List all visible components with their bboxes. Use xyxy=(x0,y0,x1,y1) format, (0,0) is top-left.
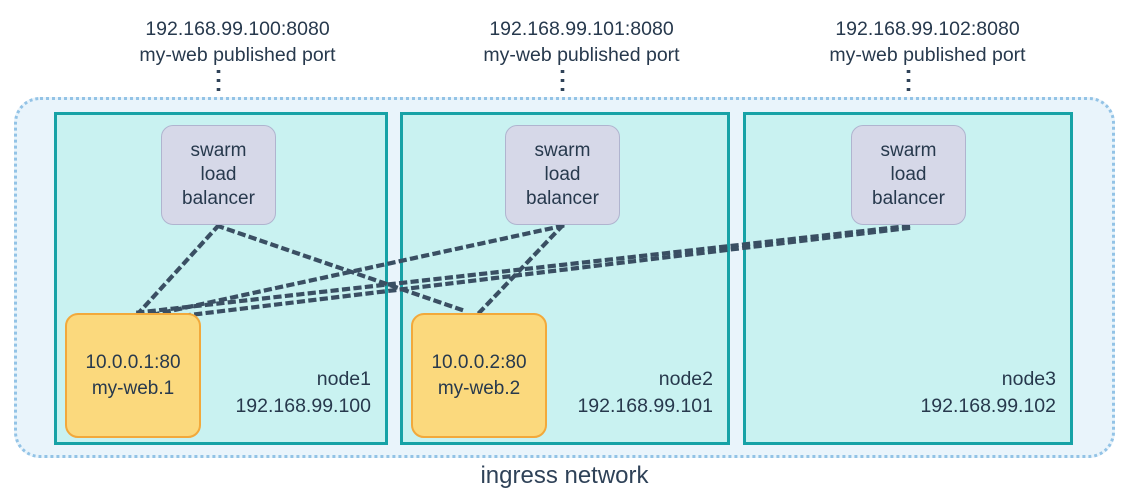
lb-line-3: balancer xyxy=(526,188,599,209)
node-caption-node1: node1 192.168.99.100 xyxy=(235,366,371,420)
node-ip: 192.168.99.100 xyxy=(235,395,371,417)
published-port-address: 192.168.99.101:8080 xyxy=(489,18,674,40)
published-port-label-node2: 192.168.99.101:8080 my-web published por… xyxy=(474,16,689,68)
task-address: 10.0.0.2:80 xyxy=(431,351,527,373)
swarm-load-balancer-node2: swarm load balancer xyxy=(505,125,620,225)
lb-line-1: swarm xyxy=(534,140,591,161)
published-port-description: my-web published port xyxy=(483,44,680,66)
lb-line-1: swarm xyxy=(190,140,247,161)
task-name: my-web.2 xyxy=(437,377,521,399)
node-name: node3 xyxy=(1001,368,1056,390)
published-port-description: my-web published port xyxy=(829,44,1026,66)
task-name: my-web.1 xyxy=(91,377,175,399)
lb-line-3: balancer xyxy=(182,188,255,209)
published-port-label-node3: 192.168.99.102:8080 my-web published por… xyxy=(820,16,1035,68)
node-name: node1 xyxy=(316,368,371,390)
lb-line-2: load xyxy=(200,164,237,185)
node-ip: 192.168.99.102 xyxy=(920,395,1056,417)
published-port-description: my-web published port xyxy=(139,44,336,66)
swarm-load-balancer-node1: swarm load balancer xyxy=(161,125,276,225)
published-port-address: 192.168.99.102:8080 xyxy=(835,18,1020,40)
service-task-my-web-1: 10.0.0.1:80 my-web.1 xyxy=(65,313,201,438)
node-caption-node3: node3 192.168.99.102 xyxy=(920,366,1056,420)
service-task-my-web-2: 10.0.0.2:80 my-web.2 xyxy=(411,313,547,438)
published-port-label-node1: 192.168.99.100:8080 my-web published por… xyxy=(130,16,345,68)
node-caption-node2: node2 192.168.99.101 xyxy=(577,366,713,420)
lb-line-2: load xyxy=(544,164,581,185)
lb-line-3: balancer xyxy=(872,188,945,209)
swarm-load-balancer-node3: swarm load balancer xyxy=(851,125,966,225)
lb-line-2: load xyxy=(890,164,927,185)
published-port-address: 192.168.99.100:8080 xyxy=(145,18,330,40)
task-address: 10.0.0.1:80 xyxy=(85,351,181,373)
node-name: node2 xyxy=(658,368,713,390)
lb-line-1: swarm xyxy=(880,140,937,161)
ingress-network-caption: ingress network xyxy=(480,462,649,489)
node-ip: 192.168.99.101 xyxy=(577,395,713,417)
